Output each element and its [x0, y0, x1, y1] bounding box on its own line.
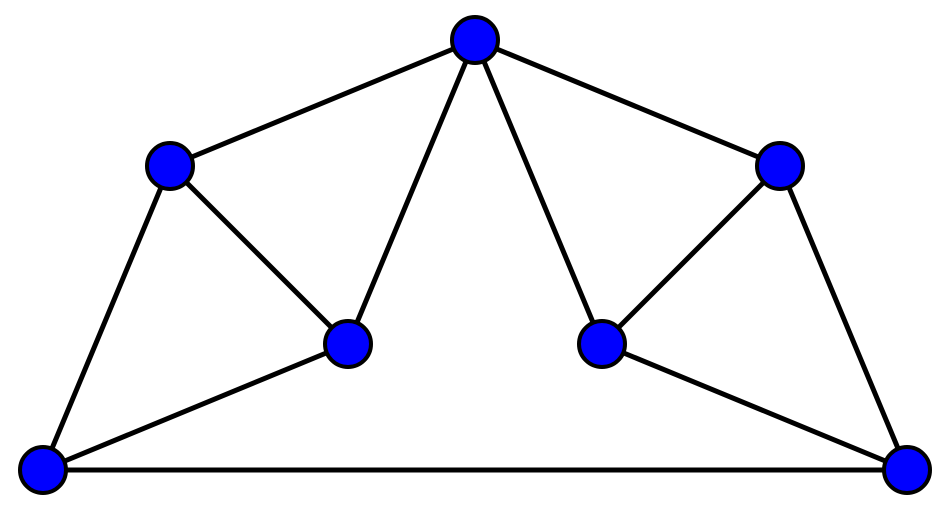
edge-upper-right-inner-right: [599, 163, 783, 347]
edge-upper-right-bottom-right: [777, 163, 910, 473]
edges-layer: [40, 37, 910, 473]
node-upper-right: [755, 141, 805, 191]
edge-top-upper-right: [472, 37, 783, 169]
edge-top-inner-right: [472, 37, 605, 347]
edge-inner-left-bottom-left: [40, 341, 351, 473]
node-upper-left: [145, 141, 195, 191]
edge-top-upper-left: [167, 37, 478, 169]
edge-inner-right-bottom-right: [599, 341, 910, 473]
node-bottom-right: [882, 445, 932, 495]
nodes-layer: [18, 15, 932, 495]
node-inner-right: [577, 319, 627, 369]
node-inner-left: [323, 319, 373, 369]
edge-top-inner-left: [345, 37, 478, 347]
node-top: [450, 15, 500, 65]
edge-upper-left-inner-left: [167, 163, 351, 347]
node-bottom-left: [18, 445, 68, 495]
edge-upper-left-bottom-left: [40, 163, 173, 473]
